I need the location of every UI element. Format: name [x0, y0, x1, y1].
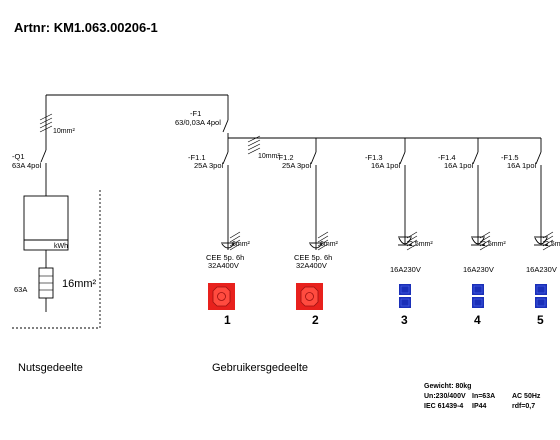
section-utility: Nutsgedeelte [18, 362, 83, 374]
group-number: 1 [224, 313, 231, 327]
spec-block: Gewicht: 80kg Un:230/400V In=63A AC 50Hz… [424, 383, 541, 410]
wire-size: 2,5mm² [409, 241, 433, 248]
spec-current: In=63A [472, 393, 495, 400]
schuko-socket-icon [535, 297, 547, 308]
breaker-id: -F1.1 [188, 153, 206, 162]
q1-rating: 63A 4pol [12, 161, 42, 170]
breaker-rating: 25A 3pol [194, 161, 224, 170]
meter-label: kWh [54, 243, 68, 250]
schuko-socket-icon [472, 297, 484, 308]
outlet-rating: 16A230V [463, 265, 494, 274]
f1-id: -F1 [190, 109, 201, 118]
schuko-socket-icon [399, 284, 411, 295]
breaker-rating: 16A 1pol [444, 161, 474, 170]
energy-meter: kWh [23, 195, 69, 268]
breaker-id: -F1.2 [276, 153, 294, 162]
main-rcd-f1: -F1 63/0,03A 4pol 10mm² [175, 95, 280, 160]
spec-rdf: rdf=0,7 [512, 403, 535, 410]
spec-standard: IEC 61439-4 [424, 403, 463, 410]
article-number-title: Artnr: KM1.063.00206-1 [14, 20, 158, 35]
spec-voltage: Un:230/400V [424, 393, 466, 400]
breaker-id: -F1.4 [438, 153, 456, 162]
wire-size: 6mm² [320, 241, 339, 248]
wire-size: 6mm² [232, 241, 251, 248]
f1-rating: 63/0,03A 4pol [175, 118, 221, 127]
breaker-rating: 25A 3pol [282, 161, 312, 170]
utility-boundary [10, 190, 101, 329]
fuse-rating: 63A [14, 285, 27, 294]
breaker-rating: 16A 1pol [371, 161, 401, 170]
outlet-rating: 16A230V [526, 265, 557, 274]
q1-id: -Q1 [12, 152, 25, 161]
section-user: Gebruikersgedeelte [212, 362, 308, 374]
outlet-rating: 16A230V [390, 265, 421, 274]
group-number: 2 [312, 313, 319, 327]
breaker-id: -F1.3 [365, 153, 383, 162]
main-breaker-q1: 10mm² -Q1 63A 4pol [12, 94, 228, 196]
wire-size: 2,5mm² [482, 241, 506, 248]
f1-wire-size: 10mm² [258, 153, 280, 160]
breaker-rating: 16A 1pol [507, 161, 537, 170]
cable-size: 16mm² [62, 278, 97, 290]
schuko-socket-icon [535, 284, 547, 295]
wire-size: 2,5mm² [545, 241, 560, 248]
breaker-id: -F1.5 [501, 153, 519, 162]
outlet-type: CEE 5p. 6h [294, 253, 332, 262]
schuko-socket-icon [399, 297, 411, 308]
group-number: 4 [474, 313, 481, 327]
outlet-rating: 32A400V [208, 261, 239, 270]
spec-weight: Gewicht: 80kg [424, 383, 471, 390]
schuko-socket-icon [472, 284, 484, 295]
q1-wire-size: 10mm² [53, 128, 75, 135]
spec-ip: IP44 [472, 403, 487, 410]
spec-frequency: AC 50Hz [512, 393, 541, 400]
group-number: 5 [537, 313, 544, 327]
outlet-type: CEE 5p. 6h [206, 253, 244, 262]
outlet-rating: 32A400V [296, 261, 327, 270]
group-number: 3 [401, 313, 408, 327]
meter-fuse: 63A 16mm² [14, 267, 97, 312]
